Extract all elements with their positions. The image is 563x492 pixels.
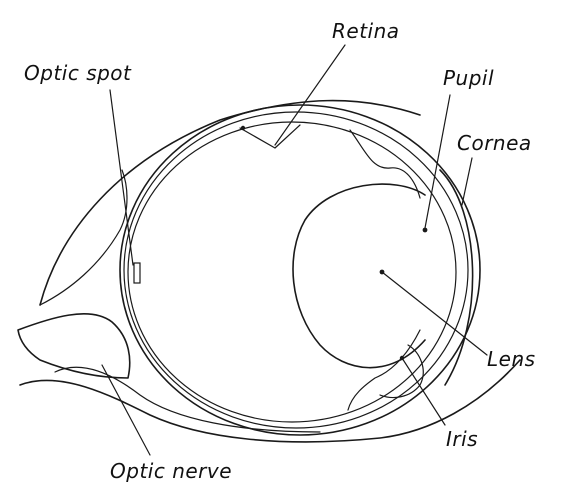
leader-cornea: [462, 158, 472, 205]
upper-lid-inner: [40, 170, 127, 305]
label-retina: Retina: [332, 19, 400, 43]
retina-dot: [241, 126, 245, 130]
leader-lens: [382, 272, 487, 355]
sclera-outer: [120, 105, 480, 435]
optic-nerve-shape: [18, 314, 130, 378]
leader-optic-spot: [110, 90, 133, 265]
label-cornea: Cornea: [457, 131, 532, 155]
label-iris: Iris: [446, 427, 478, 451]
label-pupil: Pupil: [443, 66, 494, 90]
leader-pupil: [425, 95, 450, 228]
label-optic-spot: Optic spot: [24, 61, 132, 85]
optic-spot-mark: [134, 263, 140, 283]
retina-layer: [128, 122, 456, 422]
label-lens: Lens: [487, 347, 536, 371]
lower-orbit: [20, 360, 520, 442]
lens-shape: [293, 184, 425, 368]
upper-lid: [40, 101, 420, 305]
retina-notch: [240, 125, 300, 148]
leader-retina: [275, 45, 345, 145]
label-optic-nerve: Optic nerve: [110, 459, 232, 483]
